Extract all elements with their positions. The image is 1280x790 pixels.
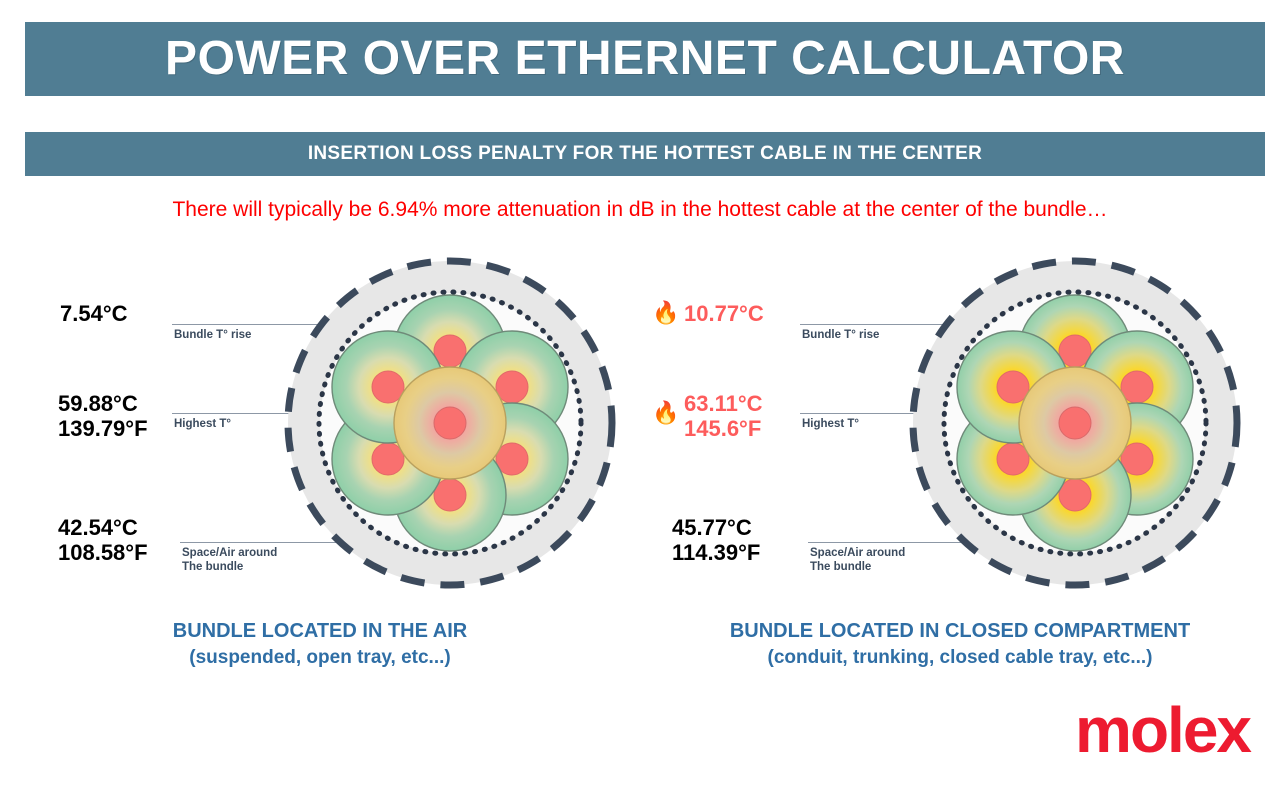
- cable-core-top-left: [371, 370, 405, 404]
- attenuation-note: There will typically be 6.94% more atten…: [172, 198, 1108, 221]
- outer-dashed-ring: [284, 257, 616, 589]
- cable-bundle-diagram-closed: [900, 248, 1250, 603]
- cable-core-center: [433, 406, 467, 440]
- leader-line-ambient: [180, 542, 357, 543]
- outer-dashed-ring: [909, 257, 1241, 589]
- panel-caption-line1: BUNDLE LOCATED IN THE AIR: [172, 620, 468, 642]
- reading-celsius: 45.77°C: [672, 515, 752, 540]
- reading-celsius: 59.88°C: [58, 391, 138, 416]
- reading-ambient-temp: 45.77°C 114.39°F: [672, 515, 761, 565]
- caption-ambient-line1: Space/Air around: [810, 547, 906, 559]
- reading-fahrenheit: 139.79°F: [58, 415, 148, 441]
- flame-icon-highest-temp: 🔥: [652, 400, 680, 425]
- panel-caption-line2: (conduit, trunking, closed cable tray, e…: [767, 647, 1153, 668]
- cable-group: [331, 294, 569, 552]
- reading-ambient-temp: 42.54°C 108.58°F: [58, 515, 148, 565]
- flame-icon-bundle-rise: 🔥: [652, 300, 680, 325]
- reading-fahrenheit: 114.39°F: [672, 539, 761, 565]
- inner-dotted-ring: [941, 289, 1209, 557]
- reading-bundle-temp-rise: 7.54°C: [60, 301, 128, 327]
- caption-bundle-temp-rise: Bundle T° rise: [802, 329, 880, 341]
- cable-core-center: [1058, 406, 1092, 440]
- caption-bundle-temp-rise: Bundle T° rise: [174, 329, 252, 341]
- cable-core-top-left: [996, 370, 1030, 404]
- leader-line-ambient: [808, 542, 985, 543]
- cable-core-bottom-right: [1120, 442, 1154, 476]
- panel-caption-line1: BUNDLE LOCATED IN CLOSED COMPARTMENT: [729, 620, 1191, 642]
- leader-line-bundle-rise: [800, 324, 975, 325]
- caption-ambient-line2: The bundle: [182, 561, 244, 574]
- caption-ambient-line1: Space/Air around: [182, 547, 278, 559]
- molex-logo: molex: [1075, 694, 1252, 766]
- caption-ambient-line2: The bundle: [810, 561, 872, 574]
- panel-caption-air: BUNDLE LOCATED IN THE AIR (suspended, op…: [0, 618, 640, 671]
- reading-celsius: 42.54°C: [58, 515, 138, 540]
- cable-bundle-diagram-air: [275, 248, 625, 603]
- inner-dotted-ring: [316, 289, 584, 557]
- reading-fahrenheit: 145.6°F: [684, 415, 762, 441]
- caption-highest-temp: Highest T°: [174, 418, 231, 430]
- reading-bundle-temp-rise: 10.77°C: [684, 301, 764, 327]
- panel-bundle-in-closed-compartment: 🔥 10.77°C 🔥 63.11°C 145.6°F 45.77°C 114.…: [640, 240, 1280, 670]
- cable-core-bottom-right: [495, 442, 529, 476]
- panel-caption-line2: (suspended, open tray, etc...): [189, 647, 451, 668]
- section-subtitle: INSERTION LOSS PENALTY FOR THE HOTTEST C…: [307, 143, 983, 164]
- page-title: POWER OVER ETHERNET CALCULATOR: [165, 32, 1125, 85]
- caption-highest-temp: Highest T°: [802, 418, 859, 430]
- reading-celsius: 7.54°C: [60, 301, 128, 326]
- bundle-svg: [284, 257, 616, 589]
- panel-bundle-in-air: 7.54°C 59.88°C 139.79°F 42.54°C 108.58°F…: [0, 240, 640, 670]
- leader-line-bundle-rise: [172, 324, 347, 325]
- reading-fahrenheit: 108.58°F: [58, 539, 148, 565]
- reading-celsius: 63.11°C: [684, 391, 763, 416]
- cable-group: [956, 294, 1194, 552]
- reading-highest-temp: 63.11°C 145.6°F: [684, 391, 763, 441]
- bundle-svg: [909, 257, 1241, 589]
- subtitle-bar: INSERTION LOSS PENALTY FOR THE HOTTEST C…: [25, 132, 1265, 176]
- reading-celsius: 10.77°C: [684, 301, 764, 326]
- title-bar: POWER OVER ETHERNET CALCULATOR: [25, 22, 1265, 96]
- reading-highest-temp: 59.88°C 139.79°F: [58, 391, 148, 441]
- panel-caption-closed: BUNDLE LOCATED IN CLOSED COMPARTMENT (co…: [640, 618, 1280, 671]
